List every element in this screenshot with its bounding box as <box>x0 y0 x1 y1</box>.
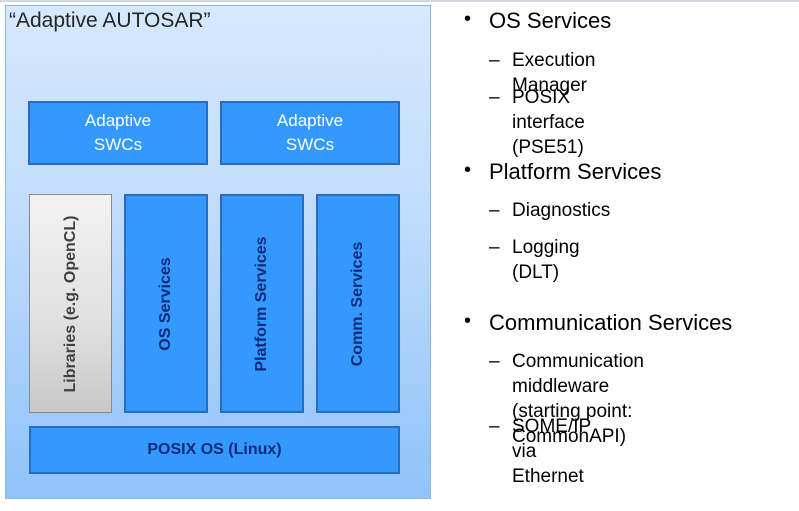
heading-text: Communication Services <box>489 310 733 335</box>
container-title: “Adaptive AUTOSAR” <box>9 9 211 32</box>
sub-item-text: SOME/IP via Ethernet <box>512 416 591 487</box>
posix-os-layer: POSIX OS (Linux) <box>29 426 400 474</box>
dash-icon: – <box>489 416 500 437</box>
bullet-icon: • <box>464 159 472 181</box>
dash-icon: – <box>489 237 500 258</box>
adaptive-swcs-box-2: Adaptive SWCs <box>220 101 400 165</box>
adaptive-autosar-container: “Adaptive AUTOSAR” Adaptive SWCs Adaptiv… <box>5 5 431 499</box>
dash-icon: – <box>489 351 500 372</box>
sub-item-text: Logging (DLT) <box>512 237 580 283</box>
platform-services-label: Platform Services <box>253 235 270 372</box>
comm-services-label: Comm. Services <box>349 241 366 366</box>
os-services-label: OS Services <box>157 256 174 351</box>
bullet-icon: • <box>464 8 472 30</box>
heading-text: Platform Services <box>489 159 662 184</box>
libraries-column: Libraries (e.g. OpenCL) <box>29 194 112 413</box>
platform-services-column: Platform Services <box>220 194 304 413</box>
sub-item-text: Execution Manager <box>512 50 596 96</box>
sub-item-text: Communication middleware (starting point… <box>512 351 644 447</box>
dash-icon: – <box>489 200 500 221</box>
adaptive-swcs-box-1: Adaptive SWCs <box>28 101 208 165</box>
adaptive-swcs-label: Adaptive SWCs <box>276 111 344 154</box>
os-services-column: OS Services <box>124 194 208 413</box>
dash-icon: – <box>489 87 500 108</box>
libraries-label: Libraries (e.g. OpenCL) <box>61 215 79 392</box>
comm-services-column: Comm. Services <box>316 194 400 413</box>
top-border-line <box>0 0 799 2</box>
sub-item-text: POSIX interface (PSE51) <box>512 87 585 158</box>
adaptive-swcs-label: Adaptive SWCs <box>84 111 152 154</box>
dash-icon: – <box>489 50 500 71</box>
heading-text: OS Services <box>489 8 612 33</box>
sub-item-text: Diagnostics <box>512 200 611 221</box>
posix-os-label: POSIX OS (Linux) <box>147 441 282 458</box>
bullet-icon: • <box>464 310 472 332</box>
